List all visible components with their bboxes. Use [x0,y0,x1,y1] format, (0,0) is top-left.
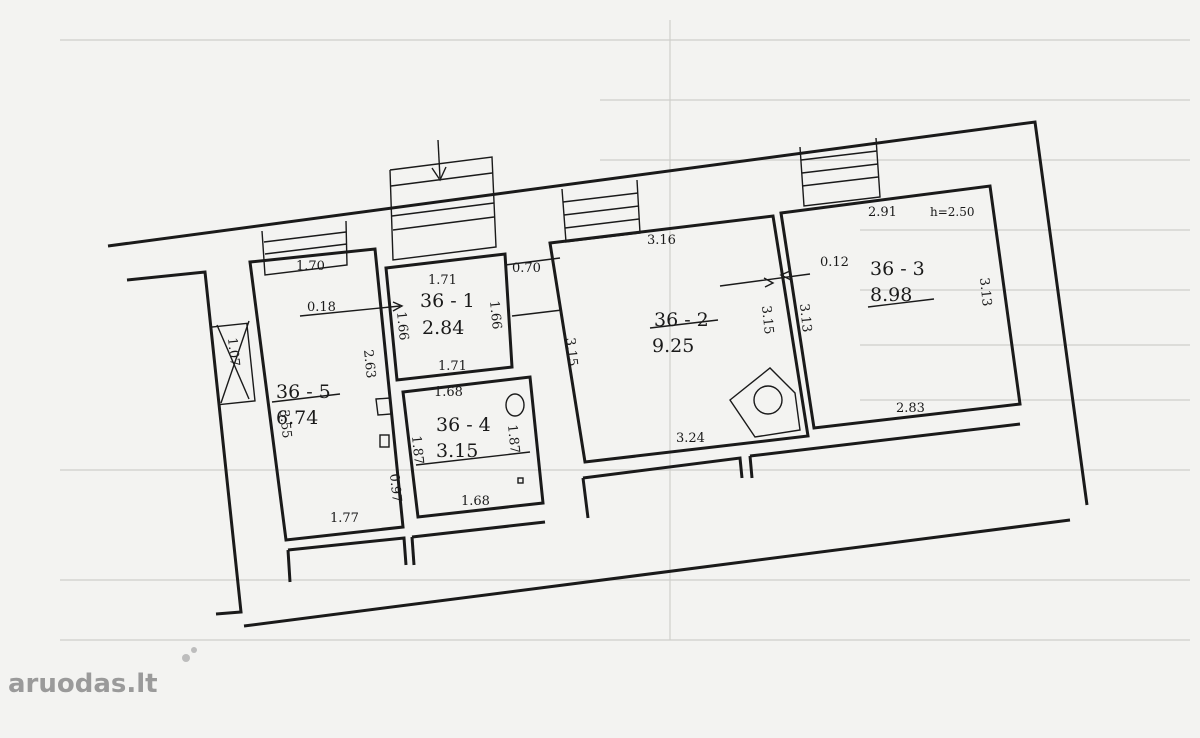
room-36-4-code: 36 - 4 [436,414,491,436]
ceiling-height-label: h=2.50 [930,205,975,219]
dim-r5-door: 0.97 [386,473,404,503]
background-form-lines [60,20,1190,641]
dim-r3-left: 3.13 [796,303,814,333]
room-36-3-code: 36 - 3 [870,258,925,280]
svg-text:aruodas.lt: aruodas.lt [8,669,158,699]
dim-r5-left: 3.55 [276,409,294,439]
dim-r2-right: 3.15 [758,305,776,335]
dim-r5-top: 1.70 [296,259,325,274]
room-36-3 [779,184,1022,430]
room-36-2 [548,214,810,464]
room-36-5-area: 6.74 [276,407,318,429]
dim-r4-top: 1.68 [434,385,463,400]
dim-r3-top: 2.91 [868,205,897,220]
watermark-suffix: .lt [126,669,157,699]
dim-r1-top: 1.71 [428,273,457,288]
dim-r3-bottom: 2.83 [896,401,925,416]
room-36-4-area: 3.15 [436,440,478,462]
room-36-1 [384,252,514,382]
dimension-leaders [271,257,935,466]
room-36-1-area: 2.84 [422,317,464,339]
dim-r2-left: 3.15 [562,337,580,367]
dim-r4-bottom: 1.68 [461,494,490,509]
room-labels: 36 - 1 2.84 36 - 2 9.25 36 - 3 8.98 36 -… [276,258,925,462]
dim-r5-bottom: 1.77 [330,511,359,526]
dimension-labels: 1.70 0.18 3.55 2.63 1.77 0.97 1.07 1.71 … [224,205,994,526]
room-36-5-code: 36 - 5 [276,381,331,403]
dim-r1-right: 1.66 [486,300,504,330]
dim-r1-left: 1.66 [393,311,411,341]
dim-r2-top: 3.16 [647,233,676,248]
entrance [389,139,497,261]
room-36-2-area: 9.25 [652,335,694,357]
dim-r5-right: 2.63 [360,349,378,379]
watermark-text: aruodas [8,669,126,699]
dim-r1-bottom: 1.71 [438,359,467,374]
dim-r4-left: 1.87 [408,435,426,465]
room-36-3-area: 8.98 [870,284,912,306]
dim-r4-right: 1.87 [504,424,522,454]
dim-r5-vent: 1.07 [224,337,242,367]
dim-r2-r3-gap: 0.12 [820,255,849,270]
dim-r2-bottom: 3.24 [676,431,705,446]
watermark-logo: aruodas.lt [8,647,197,699]
lower-walls [286,422,1021,583]
room-36-5 [210,247,405,542]
dim-r5-wall-gap: 0.18 [307,300,336,315]
dim-r3-right: 3.13 [976,277,994,307]
room-36-1-code: 36 - 1 [420,290,475,312]
building-outline [107,120,1089,628]
room-36-4 [401,375,545,519]
room-36-2-code: 36 - 2 [654,309,709,331]
dim-r1-r2-gap: 0.70 [512,261,541,276]
